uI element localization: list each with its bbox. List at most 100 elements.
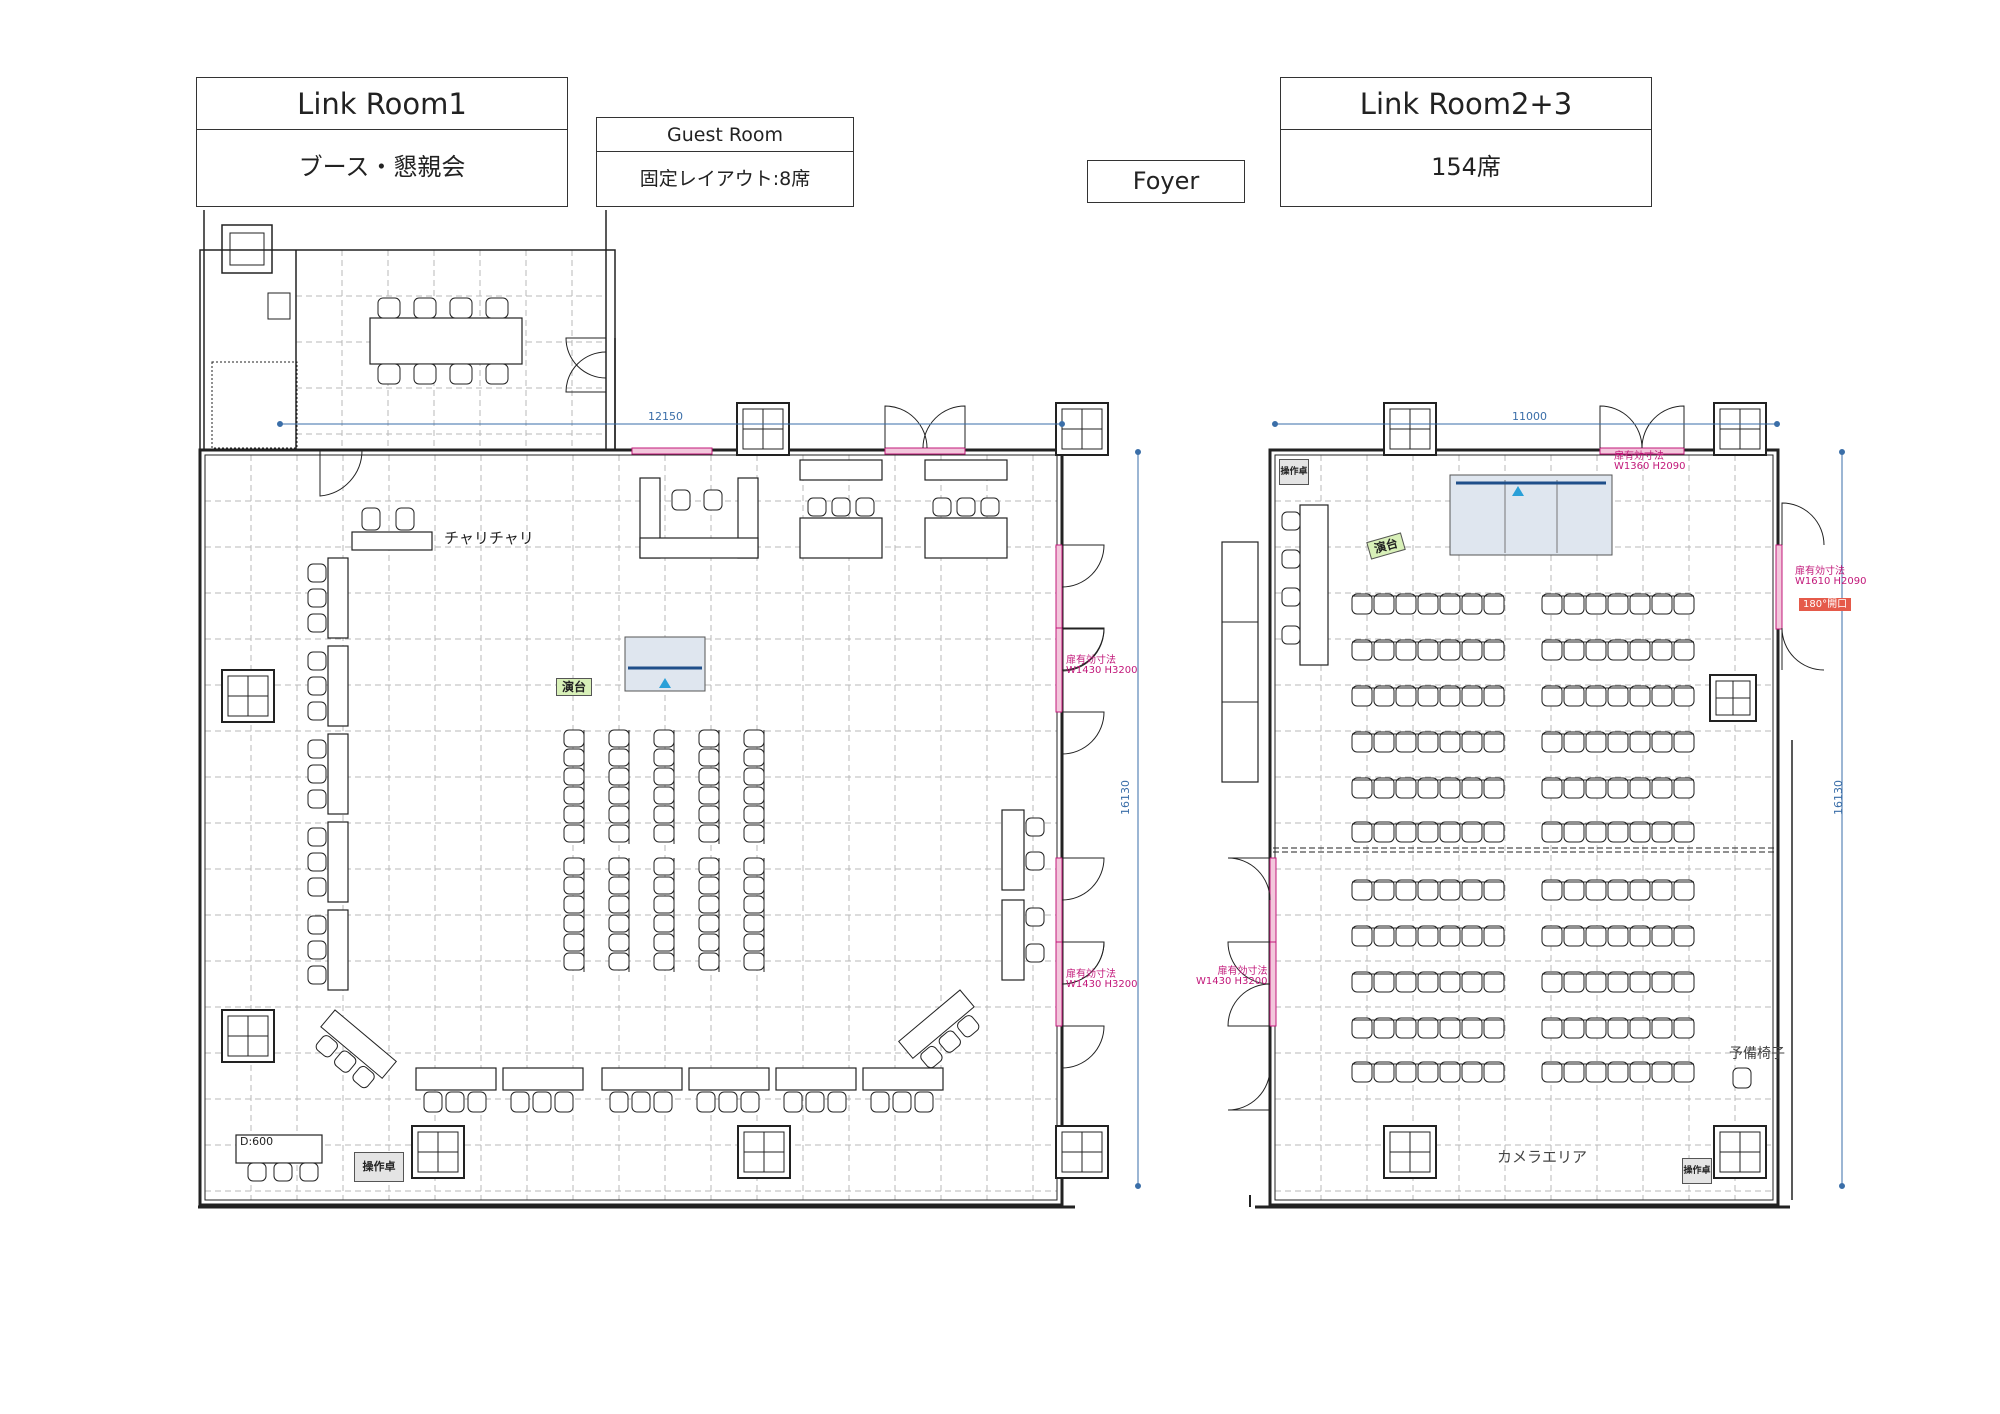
chair [1351, 925, 1373, 947]
chair [957, 1015, 980, 1038]
chair [1563, 925, 1585, 947]
chair [1439, 879, 1461, 901]
chair [1439, 1061, 1461, 1083]
chair [1373, 821, 1395, 843]
door [1061, 1025, 1105, 1069]
chair [1395, 1017, 1417, 1039]
table [351, 531, 433, 551]
chair [743, 933, 765, 952]
chair [1439, 971, 1461, 993]
chair [1629, 593, 1651, 615]
chair [273, 1162, 293, 1182]
chair [307, 563, 327, 583]
room-label-link-room1: Link Room1 ブース・懇親会 [196, 77, 568, 207]
chair [740, 1091, 760, 1113]
walls [198, 210, 1793, 1209]
chair [1417, 1017, 1439, 1039]
chair [307, 965, 327, 985]
chair [1395, 593, 1417, 615]
chair [485, 297, 509, 319]
chair [1651, 777, 1673, 799]
chair [671, 489, 691, 511]
chair [1483, 879, 1505, 901]
chair [1351, 971, 1373, 993]
dimension-tick [277, 421, 283, 427]
chair [1651, 593, 1673, 615]
chair [315, 1035, 338, 1058]
dimension-tick [1774, 421, 1780, 427]
chair [1541, 879, 1563, 901]
chair [563, 895, 585, 914]
chair [1651, 1061, 1673, 1083]
chair [1651, 1017, 1673, 1039]
chair [870, 1091, 890, 1113]
chair [608, 876, 630, 895]
chair [1395, 731, 1417, 753]
chair [1673, 925, 1695, 947]
chair [299, 1162, 319, 1182]
door [1227, 983, 1271, 1027]
table [799, 517, 883, 559]
chair [1629, 1017, 1651, 1039]
chair [743, 824, 765, 843]
chair [920, 1045, 943, 1069]
door-frame [884, 447, 966, 455]
chair [352, 1065, 375, 1089]
floor-grid [205, 250, 1773, 1200]
chair [467, 1091, 487, 1113]
chair [1351, 821, 1373, 843]
chair [703, 489, 723, 511]
door-frame [1055, 627, 1063, 713]
chair [1417, 821, 1439, 843]
chair [1541, 971, 1563, 993]
chair [743, 895, 765, 914]
chair [698, 895, 720, 914]
dimension-lines [277, 421, 1845, 1189]
table [327, 733, 349, 815]
room-label-guest-room: Guest Room 固定レイアウト:8席 [596, 117, 854, 207]
door [1641, 405, 1685, 449]
chair [1651, 731, 1673, 753]
chair [827, 1091, 847, 1113]
chair [1439, 731, 1461, 753]
table [327, 821, 349, 903]
chair [1585, 639, 1607, 661]
chair [1417, 639, 1439, 661]
chair [1417, 685, 1439, 707]
chair [608, 933, 630, 952]
chair [1373, 925, 1395, 947]
chair [1585, 1017, 1607, 1039]
chair [653, 786, 675, 805]
chair [554, 1091, 574, 1113]
chair [1373, 1017, 1395, 1039]
chair [1673, 971, 1695, 993]
chair [1563, 685, 1585, 707]
chair [334, 1050, 357, 1073]
chair [449, 297, 473, 319]
chair [698, 748, 720, 767]
chair [1461, 685, 1483, 707]
door-frame [1055, 544, 1063, 630]
chair [532, 1091, 552, 1113]
chair [563, 748, 585, 767]
door [1781, 502, 1825, 546]
chair [1439, 593, 1461, 615]
chair [563, 767, 585, 786]
chair [563, 805, 585, 824]
chair [1417, 879, 1439, 901]
chair [1351, 593, 1373, 615]
chair [608, 895, 630, 914]
chair [980, 497, 1000, 517]
angled-table-left [315, 1009, 397, 1089]
chair [1732, 1067, 1752, 1089]
chair [653, 933, 675, 952]
chair [1483, 1017, 1505, 1039]
chair [307, 676, 327, 696]
chair [892, 1091, 912, 1113]
chair [563, 857, 585, 876]
table [1001, 809, 1025, 891]
chair [563, 786, 585, 805]
door [1599, 405, 1643, 449]
chair [563, 914, 585, 933]
